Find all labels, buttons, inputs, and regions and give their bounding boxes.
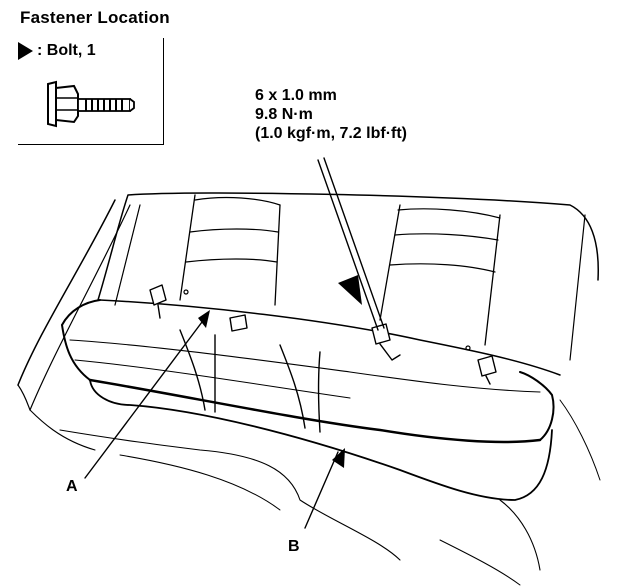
spec-torque-nm: 9.8 N·m — [255, 106, 313, 123]
torque-spec: 6 x 1.0 mm 9.8 N·m (1.0 kgf·m, 7.2 lbf·f… — [255, 86, 407, 143]
fastener-legend: : Bolt, 1 — [18, 38, 164, 145]
spec-size: 6 x 1.0 mm — [255, 87, 337, 104]
spec-torque-imperial: (1.0 kgf·m, 7.2 lbf·ft) — [255, 125, 408, 142]
bolt-marker-icon — [18, 42, 33, 60]
page-title: Fastener Location — [20, 8, 170, 27]
callout-a: A — [66, 478, 78, 495]
arrow-a-head-icon — [198, 310, 210, 328]
bolt-icon — [47, 80, 135, 128]
callout-b: B — [288, 538, 300, 555]
bolt-label: : Bolt, 1 — [37, 42, 96, 59]
legend-row: : Bolt, 1 — [18, 42, 96, 60]
arrow-b-head-icon — [332, 448, 345, 468]
bolt-pointer-icon — [338, 275, 362, 305]
